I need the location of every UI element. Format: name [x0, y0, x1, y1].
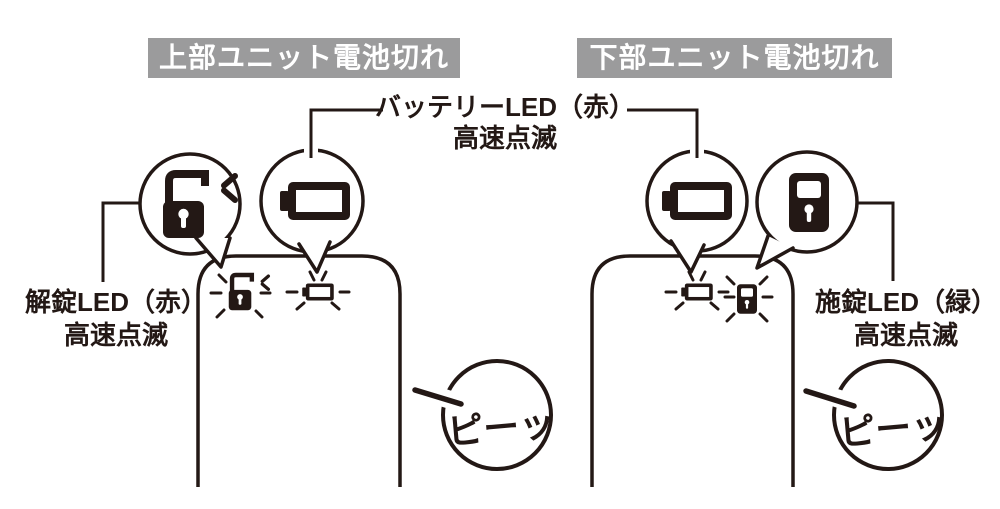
unlock-led-callout-line1: 解錠LED（赤） [24, 287, 207, 317]
battery-callout-leader-right [627, 108, 699, 158]
blinking-battery-led-icon [681, 283, 713, 301]
lock-callout-leader [857, 201, 895, 281]
device-outline-left [196, 254, 402, 487]
beep-pointer-right [803, 388, 857, 409]
beep-sound-bubble-right [832, 359, 944, 471]
beep-sound-text-left: ピーッ [445, 402, 557, 453]
blink-rays-battery-left [285, 270, 351, 311]
blink-rays-unlock [209, 273, 272, 319]
unlock-callout-leader [101, 201, 140, 282]
battery-led-callout-line2: 高速点滅 [452, 123, 557, 153]
battery-icon [280, 182, 350, 220]
beep-sound-text-right: ピーッ [837, 403, 949, 454]
blink-rays-battery-right [664, 270, 730, 311]
battery-bubble-left-tail [297, 240, 332, 274]
blinking-lock-led-icon [737, 284, 757, 314]
lock-led-callout-line2: 高速点滅 [853, 320, 958, 350]
header-lower-unit-battery-dead: 下部ユニット電池切れ [577, 38, 892, 78]
lock-bubble-tail [755, 234, 795, 270]
beep-pointer-left [412, 387, 464, 407]
blinking-battery-led-icon [302, 283, 334, 301]
lock-icon [789, 173, 829, 232]
battery-led-callout-line1: バッテリーLED（赤） [374, 92, 635, 122]
lock-led-callout: 施錠LED（緑） 高速点滅 [806, 286, 1000, 352]
beep-sound-bubble-left [441, 359, 553, 471]
battery-callout-leader-left [309, 108, 383, 158]
battery-bubble-right-tail [669, 239, 706, 274]
battery-led-callout: バッテリーLED（赤） 高速点滅 [355, 92, 655, 154]
unlock-bubble-tail [194, 236, 232, 269]
lock-led-callout-line1: 施錠LED（緑） [814, 287, 997, 317]
battery-icon [662, 182, 732, 220]
unlock-led-callout: 解錠LED（赤） 高速点滅 [16, 286, 216, 352]
unlock-led-callout-line2: 高速点滅 [63, 320, 168, 350]
blink-rays-lock [723, 275, 774, 323]
header-upper-unit-battery-dead: 上部ユニット電池切れ [148, 38, 460, 78]
